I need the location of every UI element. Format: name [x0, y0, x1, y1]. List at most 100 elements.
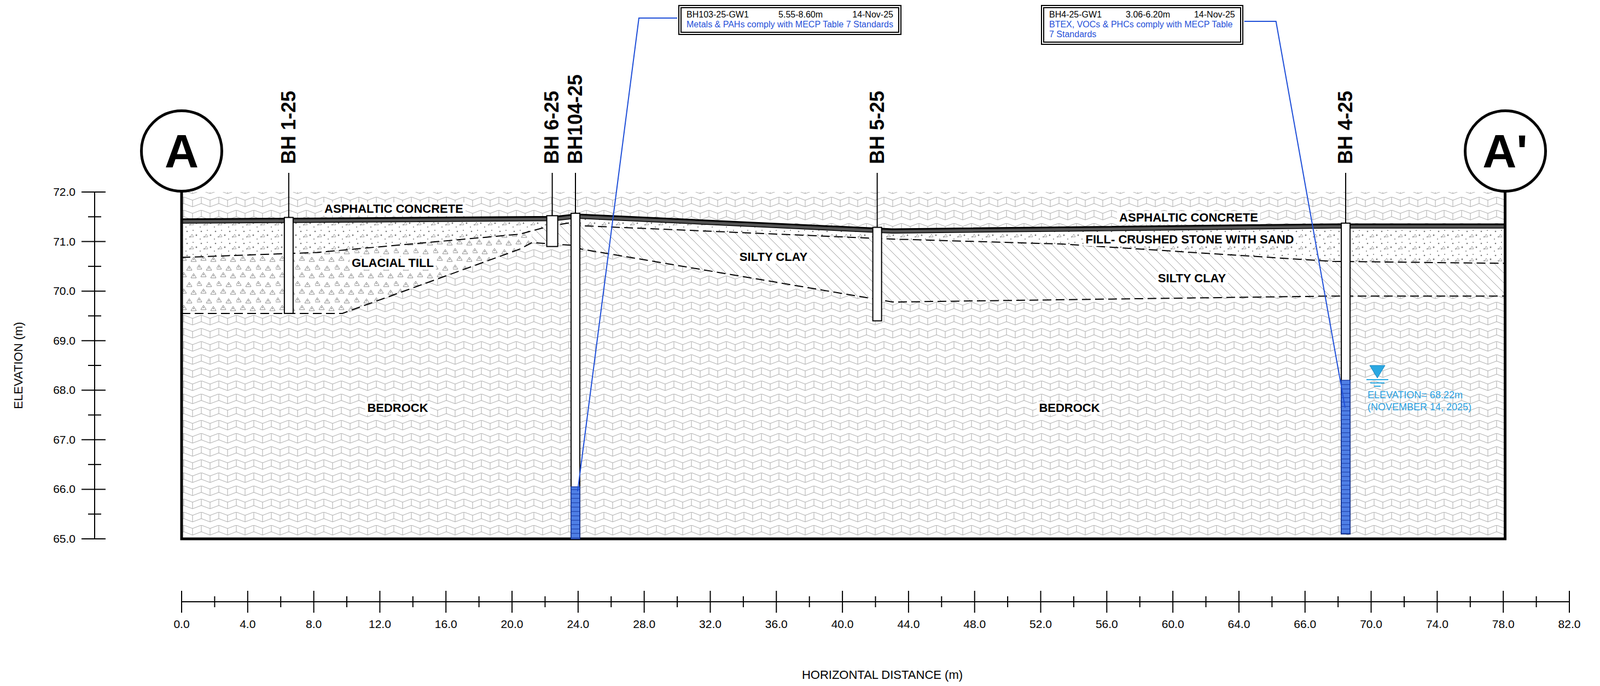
sample-callout: BH4-25-GW13.06-6.20m14-Nov-25BTEX, VOCs … [1040, 4, 1244, 45]
callout-result: Metals & PAHs comply with MECP Table 7 S… [686, 19, 894, 30]
x-tick [1568, 590, 1570, 613]
x-tick [1370, 590, 1372, 613]
tick-label: 64.0 [1228, 617, 1251, 631]
stratum-label: GLACIAL TILL [349, 256, 436, 270]
tick-label: 72.0 [53, 185, 76, 199]
borehole [571, 213, 580, 539]
stratum-label: BEDROCK [364, 401, 430, 415]
x-tick [775, 590, 777, 613]
section-marker: A [140, 109, 224, 193]
borehole-stick [876, 172, 878, 228]
borehole-stick [574, 172, 576, 214]
well-screen [1341, 380, 1351, 534]
tick-label: 60.0 [1161, 617, 1185, 631]
callout-field: 3.06-6.20m [1125, 9, 1171, 20]
y-tick [88, 463, 102, 465]
x-tick [577, 590, 579, 613]
x-tick [313, 590, 315, 613]
x-tick [676, 596, 678, 608]
callout-field: BH4-25-GW1 [1049, 9, 1102, 20]
bedrock-contact [181, 242, 1506, 314]
x-tick [478, 596, 480, 608]
y-tick [81, 191, 106, 193]
x-tick [908, 590, 910, 613]
x-tick [1436, 590, 1438, 613]
x-tick [213, 596, 215, 608]
y-tick [81, 389, 106, 391]
tick-label: 28.0 [632, 617, 656, 631]
tick-label: 69.0 [53, 334, 76, 347]
y-tick [88, 315, 102, 317]
tick-label: 66.0 [53, 483, 76, 496]
water-level-label: ELEVATION= 68.22m [1367, 390, 1463, 401]
borehole-stick [288, 172, 290, 218]
callout-result: BTEX, VOCs & PHCs comply with MECP Table… [1049, 19, 1236, 40]
axis-title: ELEVATION (m) [12, 321, 26, 409]
x-tick [841, 590, 843, 613]
tick-label: 24.0 [566, 617, 590, 631]
x-tick [544, 596, 546, 608]
tick-label: 82.0 [1558, 617, 1581, 631]
tick-label: 40.0 [831, 617, 854, 631]
callout-header: BH103-25-GW15.55-8.60m14-Nov-25 [686, 9, 894, 20]
x-tick [1172, 590, 1174, 613]
section-letter: A' [1482, 124, 1528, 179]
leader-line [577, 18, 678, 492]
silty-clay-hatch [181, 214, 1506, 314]
x-tick [1304, 590, 1306, 613]
x-tick [247, 590, 249, 613]
y-tick [88, 513, 102, 515]
borehole [547, 215, 558, 247]
water-level-lines [1366, 379, 1389, 387]
section-marker: A' [1463, 109, 1547, 193]
x-tick [643, 590, 645, 613]
tick-label: 48.0 [963, 617, 986, 631]
tick-label: 36.0 [765, 617, 788, 631]
tick-label: 0.0 [173, 617, 190, 631]
x-tick [181, 590, 183, 613]
borehole [1341, 223, 1351, 534]
x-tick [1469, 596, 1471, 608]
tick-label: 65.0 [53, 532, 76, 545]
stratum-label: SILTY CLAY [737, 250, 810, 264]
x-tick [1502, 590, 1504, 613]
x-tick [875, 596, 877, 608]
stratum-label: FILL- CRUSHED STONE WITH SAND [1083, 233, 1297, 247]
y-tick [81, 290, 106, 292]
section-frame [181, 192, 1506, 539]
tick-label: 20.0 [501, 617, 524, 631]
water-level-label: (NOVEMBER 14, 2025) [1367, 402, 1472, 413]
water-level-symbol [1369, 365, 1386, 378]
section-letter: A [164, 124, 199, 179]
tick-label: 78.0 [1492, 617, 1515, 631]
tick-label: 52.0 [1029, 617, 1052, 631]
tick-label: 66.0 [1293, 617, 1317, 631]
callout-field: 14-Nov-25 [852, 9, 894, 20]
stratum-label: SILTY CLAY [1155, 271, 1229, 285]
tick-label: 70.0 [1359, 617, 1383, 631]
borehole [284, 217, 294, 314]
y-tick [88, 265, 102, 267]
x-tick [1040, 590, 1042, 613]
tick-label: 4.0 [239, 617, 256, 631]
borehole-label: BH 6-25 [540, 90, 563, 165]
x-tick [1271, 596, 1273, 608]
asphalt-layer [181, 214, 1506, 234]
y-tick [81, 340, 106, 342]
tick-label: 12.0 [368, 617, 392, 631]
y-tick [81, 241, 106, 243]
tick-label: 56.0 [1095, 617, 1119, 631]
callout-header: BH4-25-GW13.06-6.20m14-Nov-25 [1049, 9, 1236, 20]
x-tick [1007, 596, 1009, 608]
tick-label: 68.0 [53, 384, 76, 397]
sample-callout: BH103-25-GW15.55-8.60m14-Nov-25Metals & … [678, 4, 902, 36]
x-tick [1337, 596, 1339, 608]
tick-label: 74.0 [1426, 617, 1449, 631]
tick-label: 8.0 [305, 617, 322, 631]
x-tick [709, 590, 711, 613]
x-tick [1205, 596, 1207, 608]
x-tick [445, 590, 447, 613]
x-tick [610, 596, 612, 608]
well-screen [571, 486, 580, 539]
